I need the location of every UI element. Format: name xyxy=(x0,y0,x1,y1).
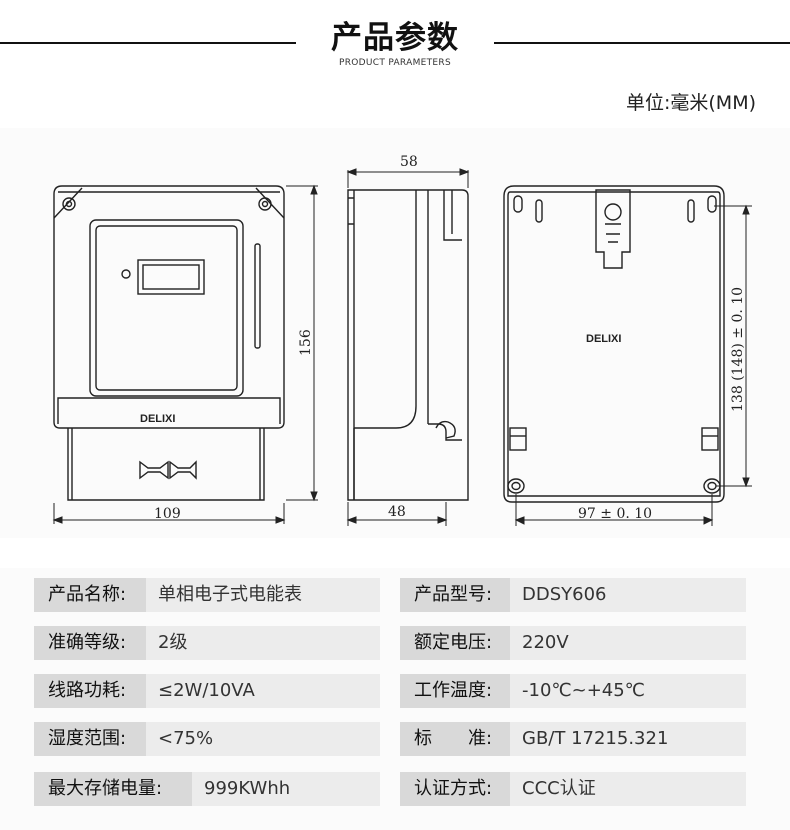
spec-label: 准确等级: xyxy=(34,626,146,660)
meter-drawings-svg: DELIXI 109 156 xyxy=(52,154,752,526)
spec-row: 最大存储电量: 999KWhh 认证方式: CCC认证 xyxy=(0,772,790,806)
spec-value: ≤2W/10VA xyxy=(146,674,380,708)
front-width-label: 109 xyxy=(154,506,181,522)
spec-label: 线路功耗: xyxy=(34,674,146,708)
section-subtitle: PRODUCT PARAMETERS xyxy=(339,58,451,68)
spec-value: CCC认证 xyxy=(510,772,746,806)
back-width-label: 97 ± 0. 10 xyxy=(578,506,652,522)
header-rule-left xyxy=(0,42,296,44)
spec-value: GB/T 17215.321 xyxy=(510,722,746,756)
back-dimension-lines xyxy=(514,204,752,526)
spec-label: 认证方式: xyxy=(400,772,510,806)
side-top-label: 58 xyxy=(400,154,418,170)
front-height-label: 156 xyxy=(298,329,314,356)
front-dimension-lines xyxy=(52,184,318,524)
spec-table: 产品名称: 单相电子式电能表 产品型号: DDSY606 准确等级: 2级 额定… xyxy=(0,568,790,830)
section-header: 产品参数 PRODUCT PARAMETERS xyxy=(0,0,790,80)
spec-label: 标 准: xyxy=(400,722,510,756)
spec-value: DDSY606 xyxy=(510,578,746,612)
back-brand-logo: DELIXI xyxy=(586,333,621,345)
spec-value: 单相电子式电能表 xyxy=(146,578,380,612)
back-height-label: 138 (148) ± 0. 10 xyxy=(730,287,746,412)
front-view xyxy=(53,185,285,501)
spec-row: 湿度范围: <75% 标 准: GB/T 17215.321 xyxy=(0,722,790,756)
spec-row: 线路功耗: ≤2W/10VA 工作温度: -10℃~+45℃ xyxy=(0,674,790,708)
unit-label: 单位:毫米(MM) xyxy=(625,92,756,114)
side-view xyxy=(347,189,469,501)
spec-value: 2级 xyxy=(146,626,380,660)
side-dimension-lines xyxy=(346,168,470,526)
spec-label: 工作温度: xyxy=(400,674,510,708)
side-bottom-label: 48 xyxy=(388,504,406,520)
spec-label: 最大存储电量: xyxy=(34,772,192,806)
spec-row: 准确等级: 2级 额定电压: 220V xyxy=(0,626,790,660)
spec-label: 产品名称: xyxy=(34,578,146,612)
section-title: 产品参数 xyxy=(331,20,459,56)
spec-row: 产品名称: 单相电子式电能表 产品型号: DDSY606 xyxy=(0,578,790,612)
spec-value: 220V xyxy=(510,626,746,660)
spec-label: 额定电压: xyxy=(400,626,510,660)
spec-value: <75% xyxy=(146,722,380,756)
spec-value: 999KWhh xyxy=(192,772,380,806)
front-brand-logo: DELIXI xyxy=(140,413,175,425)
technical-drawing: DELIXI 109 156 xyxy=(0,128,790,538)
spec-label: 湿度范围: xyxy=(34,722,146,756)
back-view xyxy=(503,185,725,503)
header-rule-right xyxy=(494,42,790,44)
spec-label: 产品型号: xyxy=(400,578,510,612)
spec-value: -10℃~+45℃ xyxy=(510,674,746,708)
